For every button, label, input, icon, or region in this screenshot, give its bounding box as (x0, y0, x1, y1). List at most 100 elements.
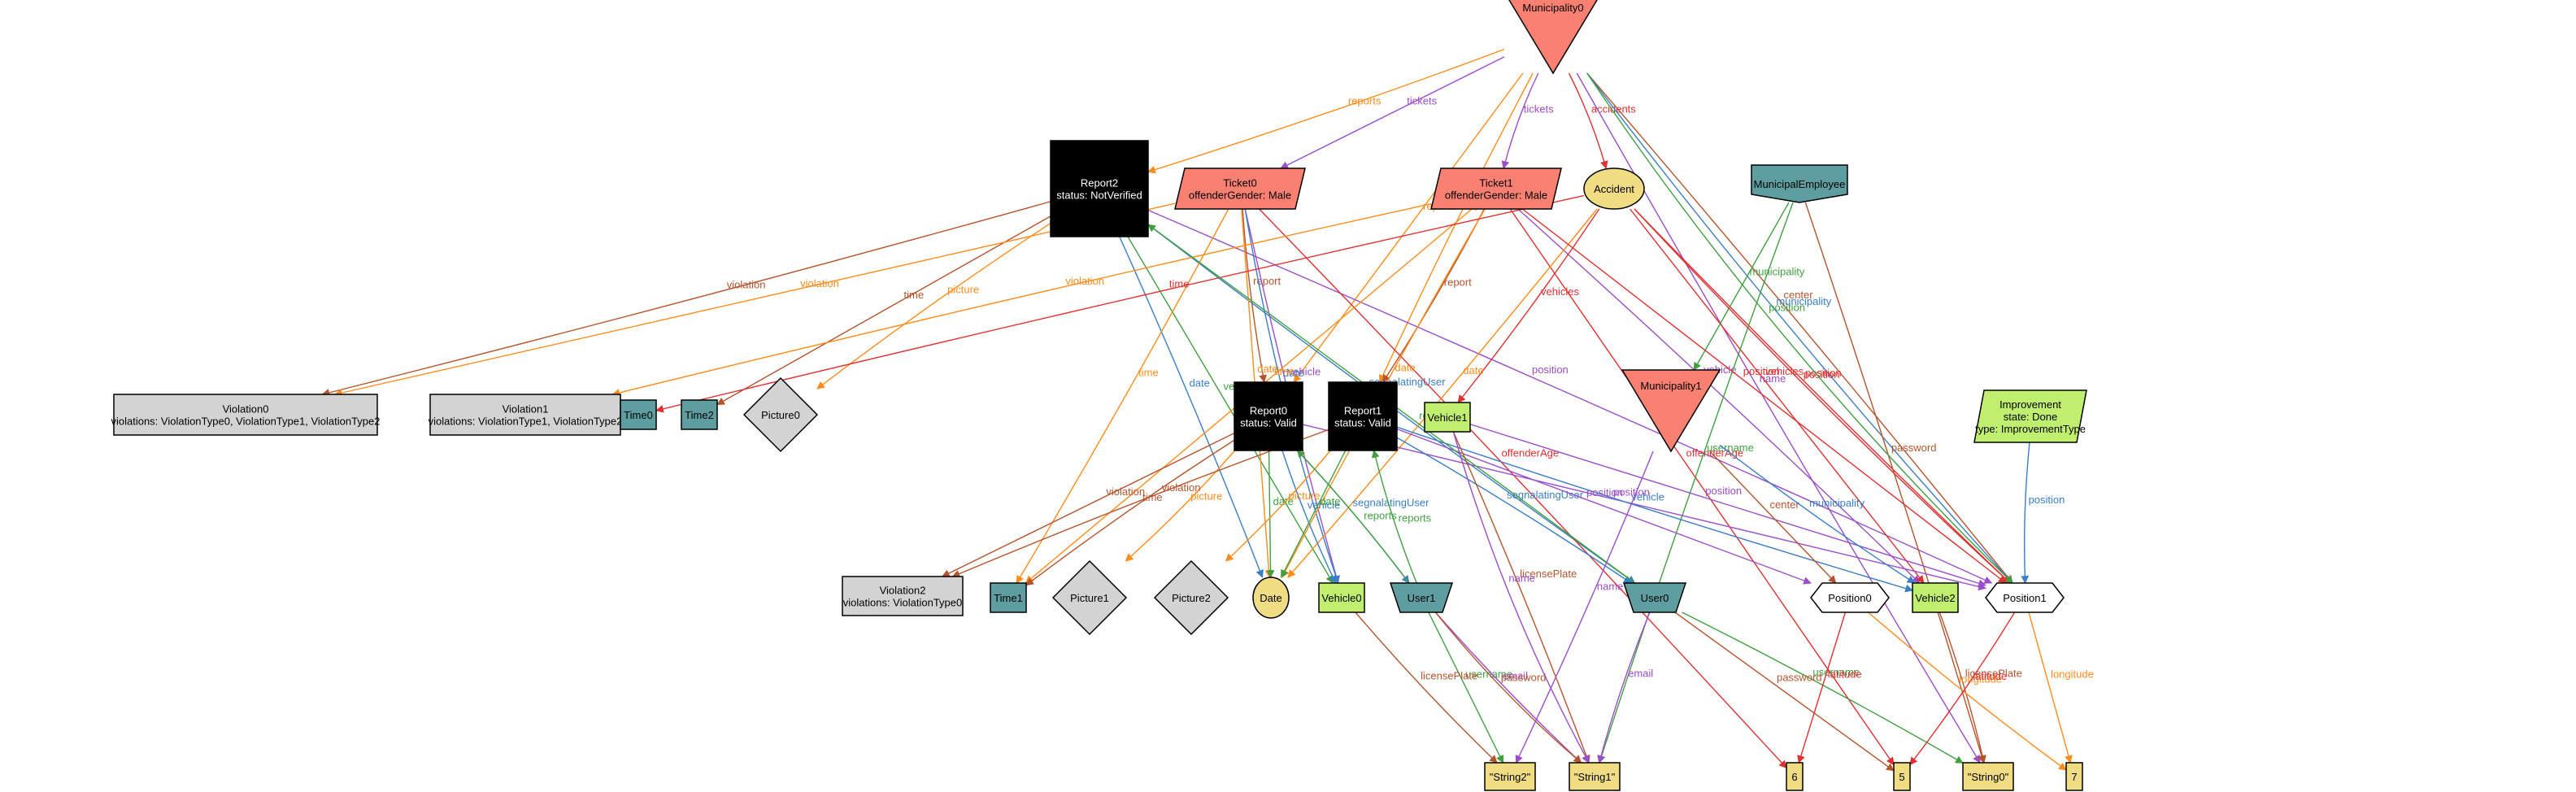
node-user0[interactable]: User0 (1622, 582, 1687, 613)
node-string1[interactable]: "String1" (1569, 762, 1621, 791)
edge-line (1597, 611, 1651, 764)
edge-label: date (1395, 361, 1415, 373)
node-string2[interactable]: "String2" (1484, 762, 1536, 791)
node-int5[interactable]: 5 (1893, 762, 1911, 791)
edge-label: tickets (1407, 95, 1437, 107)
edge-label: offenderAge (1502, 446, 1560, 459)
edge-label: licensePlate (1421, 669, 1477, 681)
node-title: Picture2 (1172, 592, 1211, 604)
edge-label: municipality (1776, 295, 1831, 307)
edge-line (1586, 72, 2013, 584)
node-municipality1[interactable]: Municipality1 (1621, 369, 1721, 453)
node-shape (1174, 168, 1306, 210)
node-string0[interactable]: "String0" (1962, 762, 2014, 791)
edge-line (2021, 442, 2030, 584)
edge-label: municipality (1809, 497, 1865, 509)
edge-label: picture (1289, 490, 1321, 502)
node-time2[interactable]: Time2 (681, 399, 718, 430)
node-attribute: status: NotVerified (1056, 189, 1142, 202)
edge-label: username (1707, 442, 1754, 454)
node-title: User0 (1641, 592, 1669, 604)
node-shape (1318, 582, 1365, 613)
node-attribute: violations: ViolationType0 (843, 597, 962, 609)
edge-label: name (1597, 581, 1624, 593)
edge-label: position (1743, 365, 1780, 377)
node-date[interactable]: Date (1252, 577, 1290, 619)
node-title: Date (1260, 592, 1281, 604)
edge-label: vehicle (1308, 498, 1340, 511)
node-vehicle2[interactable]: Vehicle2 (1912, 582, 1959, 613)
edge-label: date (1463, 364, 1483, 376)
node-shape (1751, 164, 1848, 203)
node-picture2[interactable]: Picture2 (1153, 559, 1229, 636)
edge-line (1125, 450, 1236, 562)
node-municipalemployee[interactable]: MunicipalEmployee (1751, 164, 1848, 203)
node-vehicle0[interactable]: Vehicle0 (1318, 582, 1365, 613)
node-municipality0[interactable]: Municipality0 (1504, 0, 1602, 75)
node-title: Violation0 (223, 403, 269, 416)
edge-label: date (1320, 495, 1340, 507)
edge-label: time (1169, 278, 1190, 290)
edge-label: violation (1162, 481, 1201, 494)
edge-label: violation (1065, 275, 1104, 287)
edge-user0-password-int5: password (1674, 611, 1895, 772)
edge-line (1355, 611, 1498, 764)
node-int6[interactable]: 6 (1786, 762, 1804, 791)
node-time0[interactable]: Time0 (620, 399, 657, 430)
node-accident[interactable]: Accident (1583, 168, 1645, 210)
edge-label: position (1804, 368, 1840, 381)
node-title: Ticket0 (1223, 177, 1256, 189)
edge-label: segnalatingUser (1353, 496, 1430, 508)
edge-line (1266, 450, 1275, 578)
edge-municipality0-tickets-ticket0: tickets (1280, 56, 1505, 169)
node-title: Time2 (685, 409, 714, 421)
edge-line (1119, 236, 1264, 578)
node-title: Vehicle0 (1321, 592, 1361, 604)
edge-user1-password-string1: password (1434, 611, 1582, 764)
node-title: Vehicle1 (1427, 411, 1467, 424)
node-picture1[interactable]: Picture1 (1051, 559, 1128, 636)
edge-label: violation (1106, 485, 1145, 498)
edge-line (1509, 208, 1895, 766)
node-shape (1893, 762, 1911, 791)
node-title: Position0 (1828, 592, 1871, 604)
edge-label: time (1138, 366, 1159, 378)
edge-line (611, 202, 1432, 397)
node-int7[interactable]: 7 (2065, 762, 2083, 791)
edge-label: password (1891, 442, 1937, 454)
node-title: Violation2 (880, 585, 926, 597)
node-shape (1328, 381, 1398, 451)
node-shape (742, 376, 819, 453)
edge-line (1396, 426, 1913, 593)
edge-label: accidents (1591, 103, 1636, 115)
node-picture0[interactable]: Picture0 (742, 376, 819, 453)
node-position0[interactable]: Position0 (1810, 582, 1890, 613)
node-shape (1569, 762, 1621, 791)
edge-accident-position-position1: position (1634, 208, 2011, 584)
node-vehicle1[interactable]: Vehicle1 (1424, 402, 1471, 433)
edge-line (1634, 208, 2011, 584)
node-title: Report2 (1081, 177, 1118, 189)
node-shape (1912, 582, 1959, 613)
edge-line (1586, 72, 2013, 584)
node-title: Report1 (1344, 405, 1382, 417)
node-position1[interactable]: Position1 (1985, 582, 2065, 613)
edge-label: report (1253, 275, 1281, 287)
edge-label: reports (1348, 94, 1382, 107)
edge-label: picture (947, 284, 979, 296)
node-user1[interactable]: User1 (1389, 582, 1454, 613)
node-time1[interactable]: Time1 (990, 582, 1027, 613)
edge-line (1457, 208, 1600, 403)
node-shape (1810, 582, 1890, 613)
node-attribute: status: Valid (1240, 417, 1297, 429)
